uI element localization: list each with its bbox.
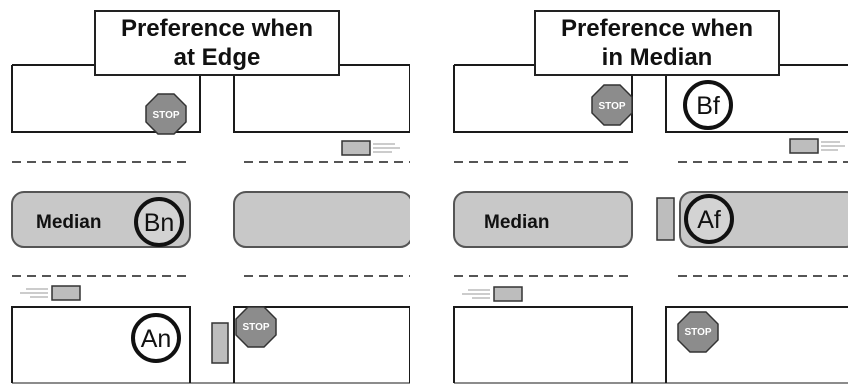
title-line-1: Preference when xyxy=(560,15,754,42)
stop-sign-label: STOP xyxy=(598,101,625,112)
marker-label: Bf xyxy=(696,92,720,120)
vehicle-eastbound xyxy=(789,138,845,154)
marker-label: Bn xyxy=(144,209,175,237)
stop-sign-label: STOP xyxy=(152,110,179,121)
median-label: Median xyxy=(484,212,549,233)
vehicle-westbound xyxy=(462,286,523,302)
stop-sign-top: STOP xyxy=(145,93,187,135)
stop-sign-label: STOP xyxy=(684,327,711,338)
stop-sign-top: STOP xyxy=(591,84,633,126)
median-right xyxy=(679,191,848,248)
panel-edge: Median STOP STOP Bn xyxy=(0,0,413,385)
vehicle-northbound xyxy=(211,322,229,364)
intersection-diagram-median: Median STOP STOP Bf Af xyxy=(453,64,848,384)
marker-af: Af xyxy=(684,194,734,244)
stop-sign-bottom: STOP xyxy=(235,306,277,348)
vehicle-in-median xyxy=(656,197,675,241)
road-block-top-left xyxy=(11,65,201,133)
road-block-bottom-left xyxy=(11,306,191,383)
marker-label: An xyxy=(141,325,172,353)
road-block-bottom-right xyxy=(665,306,848,383)
marker-label: Af xyxy=(697,206,721,234)
road-block-bottom-left xyxy=(453,306,633,383)
median-label: Median xyxy=(36,212,101,233)
title-line-2: at Edge xyxy=(173,44,261,71)
median-right xyxy=(233,191,413,248)
intersection-diagram-edge: Median STOP STOP Bn xyxy=(11,64,413,384)
title-line-1: Preference when xyxy=(120,15,314,42)
marker-bf: Bf xyxy=(683,80,733,130)
vehicle-eastbound xyxy=(341,140,400,156)
median-left xyxy=(453,191,633,248)
marker-bn: Bn xyxy=(134,197,184,247)
panel-title: Preference when in Median xyxy=(534,10,780,76)
panel-title: Preference when at Edge xyxy=(94,10,340,76)
vehicle-westbound xyxy=(20,285,81,301)
stop-sign-label: STOP xyxy=(242,322,269,333)
marker-an: An xyxy=(131,313,181,363)
panel-median: Median STOP STOP Bf Af xyxy=(440,0,848,385)
road-block-top-right xyxy=(665,65,848,133)
stop-sign-bottom: STOP xyxy=(677,311,719,353)
title-line-2: in Median xyxy=(601,44,713,71)
